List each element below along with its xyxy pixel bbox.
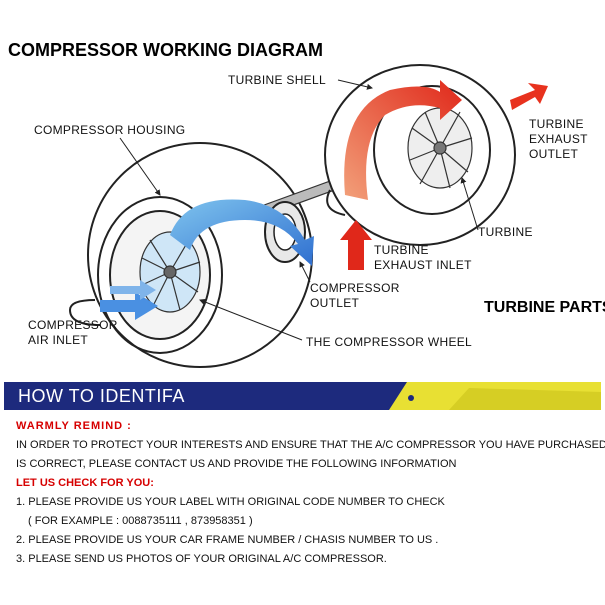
exhaust-outlet-arrow	[510, 83, 548, 110]
turbine-parts-title: TURBINE PARTS	[484, 299, 605, 316]
diagram-title: COMPRESSOR WORKING DIAGRAM	[8, 40, 323, 60]
label-turbine-exhaust-outlet-2: EXHAUST	[529, 132, 588, 146]
hot-exhaust-flow	[340, 80, 548, 270]
cool-air-flow	[100, 199, 314, 320]
intro-line-2: IS CORRECT, PLEASE CONTACT US AND PROVID…	[16, 458, 457, 470]
compressor-wheel	[139, 231, 201, 313]
intro-line-1: IN ORDER TO PROTECT YOUR INTERESTS AND E…	[16, 439, 605, 451]
label-turbine-exhaust-outlet-1: TURBINE	[529, 117, 584, 131]
label-turbine-exhaust-inlet-1: TURBINE	[374, 243, 429, 257]
label-turbine-shell: TURBINE SHELL	[228, 73, 326, 87]
warm-remind-heading: WARMLY REMIND :	[16, 420, 132, 432]
label-turbine-exhaust-inlet-2: EXHAUST INLET	[374, 258, 472, 272]
label-compressor-air-inlet-1: COMPRESSOR	[28, 318, 118, 332]
exhaust-inlet-arrow	[340, 220, 372, 270]
item-3: 3. PLEASE SEND US PHOTOS OF YOUR ORIGINA…	[16, 553, 387, 565]
info-section: WARMLY REMIND : IN ORDER TO PROTECT YOUR…	[16, 417, 605, 569]
label-compressor-outlet-2: OUTLET	[310, 296, 360, 310]
label-turbine-exhaust-outlet-3: OUTLET	[529, 147, 579, 161]
label-compressor-outlet-1: COMPRESSOR	[310, 281, 400, 295]
turbine-wheel	[407, 107, 473, 189]
label-compressor-housing: COMPRESSOR HOUSING	[34, 123, 185, 137]
item-2: 2. PLEASE PROVIDE US YOUR CAR FRAME NUMB…	[16, 534, 439, 546]
section-header-title: HOW TO IDENTIFA	[18, 386, 185, 406]
item-1: 1. PLEASE PROVIDE US YOUR LABEL WITH ORI…	[16, 496, 445, 508]
section-header-band: HOW TO IDENTIFA	[4, 382, 601, 410]
leader-lines	[119, 79, 479, 341]
header-accent-graphic	[389, 382, 601, 410]
check-heading: LET US CHECK FOR YOU:	[16, 477, 154, 489]
air-inlet-arrow	[100, 292, 158, 320]
compressor-diagram: COMPRESSOR WORKING DIAGRAM TURBINE PARTS	[8, 40, 605, 368]
item-1-example: ( FOR EXAMPLE : 0088735111 , 873958351 )	[28, 515, 253, 527]
label-compressor-air-inlet-2: AIR INLET	[28, 333, 88, 347]
label-compressor-wheel: THE COMPRESSOR WHEEL	[306, 335, 472, 349]
label-turbine: TURBINE	[478, 225, 533, 239]
